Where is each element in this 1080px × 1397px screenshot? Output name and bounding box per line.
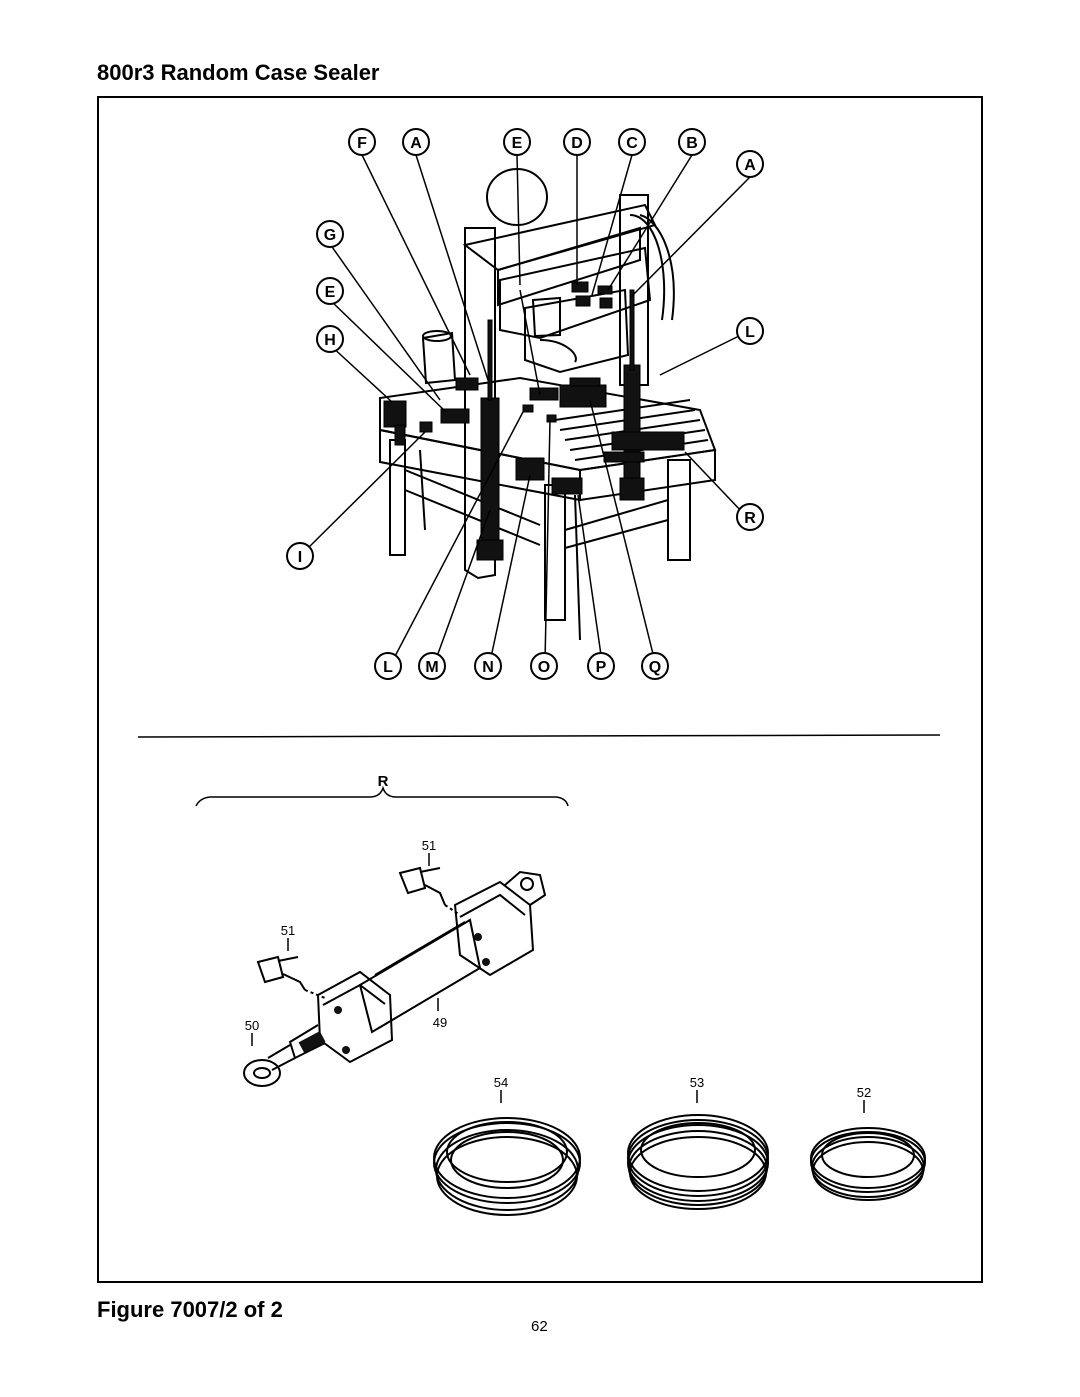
page-number: 62 (531, 1318, 548, 1335)
figure-caption: Figure 7007/2 of 2 (97, 1297, 283, 1322)
callout-circle (348, 128, 376, 156)
callout-group: F A E D C B A G E H I L R L M N O P Q (286, 128, 764, 680)
part-number-label: 51 (281, 923, 295, 938)
callout-letter: C (626, 135, 638, 152)
callout-circle (316, 220, 344, 248)
figure-frame (97, 96, 983, 1283)
callout-circle (736, 503, 764, 531)
callout-letter: E (325, 284, 336, 301)
callout-letter: F (357, 135, 367, 152)
part-number-ticks (251, 853, 865, 1113)
callout-circle (316, 277, 344, 305)
callout-letter: M (425, 659, 438, 676)
callout-circle (736, 317, 764, 345)
hose-coils (433, 1114, 926, 1216)
callout-letter: A (744, 157, 756, 174)
page-title: 800r3 Random Case Sealer (97, 60, 380, 85)
part-number-label: 50 (245, 1018, 259, 1033)
part-number-label: 52 (857, 1085, 871, 1100)
callout-circle (587, 652, 615, 680)
callout-letter: N (482, 659, 494, 676)
cylinder-dark-details (298, 933, 490, 1054)
callout-circle (418, 652, 446, 680)
callout-letter: B (686, 135, 698, 152)
callout-circle (618, 128, 646, 156)
callout-letter: P (596, 659, 607, 676)
part-number-label: 53 (690, 1075, 704, 1090)
air-cylinder-illustration (243, 866, 547, 1087)
callout-circle (316, 325, 344, 353)
callout-circle (503, 128, 531, 156)
callout-letter: A (410, 135, 422, 152)
callout-circle (678, 128, 706, 156)
part-number-label: 51 (422, 838, 436, 853)
callout-letter: L (745, 324, 755, 341)
callout-circle (736, 150, 764, 178)
callout-circle (474, 652, 502, 680)
callout-letter: G (324, 227, 336, 244)
callout-letter: Q (649, 659, 661, 676)
callout-letter: R (744, 510, 756, 527)
callout-letter: D (571, 135, 583, 152)
section-divider (137, 734, 941, 738)
callout-letter: L (383, 659, 393, 676)
detail-bracket-label: R (378, 773, 389, 790)
callout-circle (641, 652, 669, 680)
part-number-label: 54 (494, 1075, 508, 1090)
callout-circle (374, 652, 402, 680)
callout-circle (530, 652, 558, 680)
leader-lines (299, 154, 751, 663)
callout-circle (402, 128, 430, 156)
detail-bracket (195, 785, 569, 807)
callout-letter: H (324, 332, 336, 349)
callout-circle (563, 128, 591, 156)
callout-letter: O (538, 659, 550, 676)
callout-circle (286, 542, 314, 570)
callout-letter: I (298, 549, 302, 566)
dark-components (383, 281, 685, 561)
part-number-label: 49 (433, 1015, 447, 1030)
callout-letter: E (512, 135, 523, 152)
